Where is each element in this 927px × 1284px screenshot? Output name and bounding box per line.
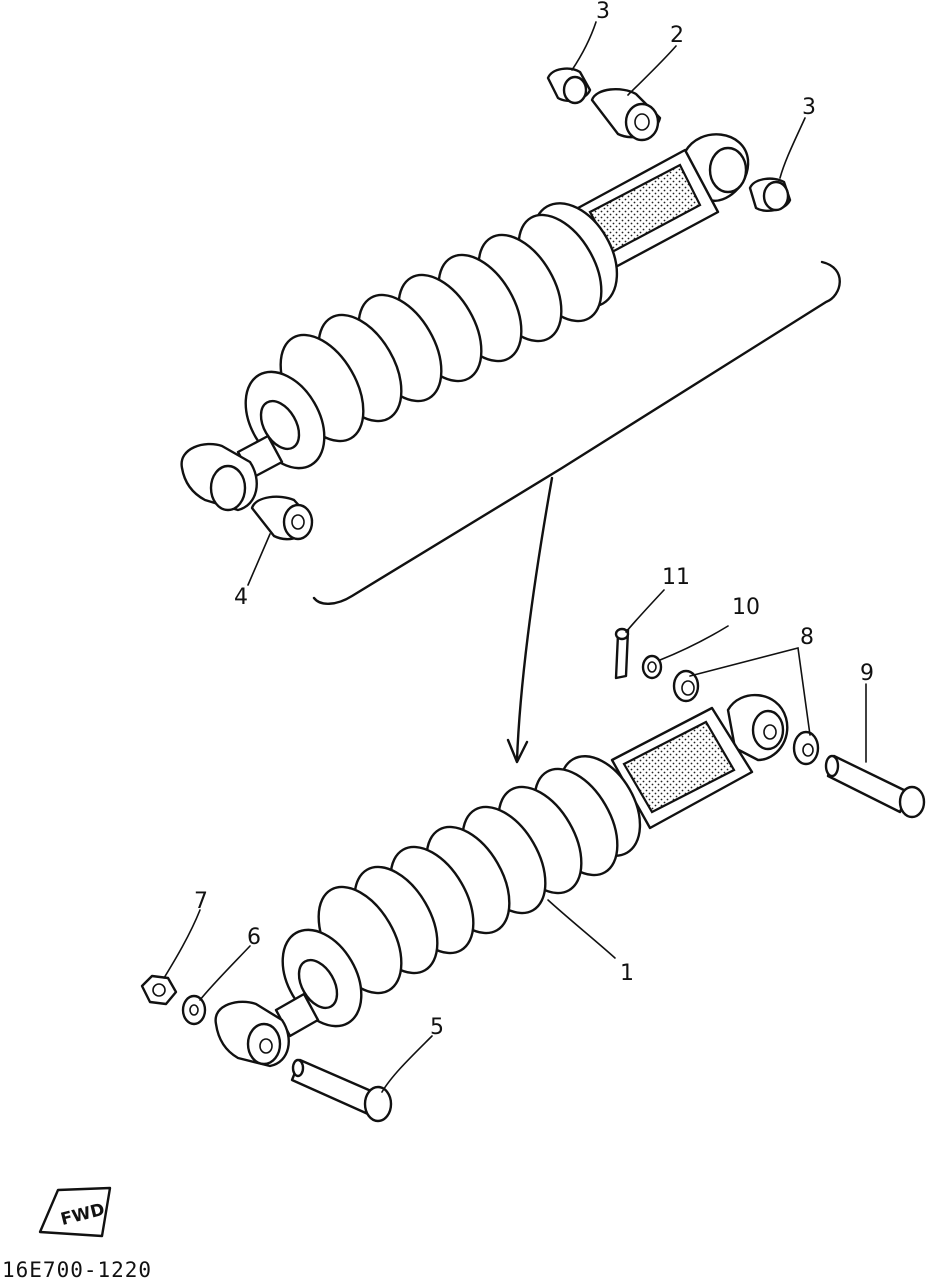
callout-6: 6	[247, 925, 261, 950]
callout-9: 9	[860, 661, 874, 686]
upper-body-tube	[576, 148, 720, 272]
lower-bottom-eye	[214, 1000, 290, 1068]
callouts: 1 2 3 3 4 5 6 7 8 9 10 11	[194, 0, 874, 1040]
fwd-direction-badge: FWD	[38, 1186, 112, 1238]
detail-arrow-head	[506, 738, 529, 764]
washer-10	[641, 654, 663, 680]
upper-coil-spring	[279, 213, 603, 443]
cotter-pin-11	[614, 627, 630, 680]
nut-7	[140, 974, 178, 1006]
bolt-5	[290, 1058, 393, 1123]
lower-top-eye	[726, 694, 789, 762]
leader-lines	[163, 21, 867, 1093]
callout-5: 5	[430, 1015, 444, 1040]
upper-damper-bushing-4	[250, 495, 314, 541]
callout-4: 4	[234, 585, 248, 610]
upper-bottom-eye	[180, 442, 258, 512]
upper-bushing-3-left	[546, 67, 592, 105]
lower-body-tube	[610, 706, 754, 830]
callout-1: 1	[620, 961, 634, 986]
callout-8: 8	[800, 625, 814, 650]
washer-8-upper	[672, 669, 700, 703]
detail-bracket	[312, 260, 841, 605]
lower-shock-absorber-assembly	[214, 694, 789, 1068]
callout-11: 11	[662, 565, 690, 590]
drawing-code: 16E700-1220	[2, 1258, 152, 1282]
upper-damper-bushing-2	[590, 88, 662, 142]
washer-8-lower	[792, 730, 820, 766]
callout-3-right: 3	[802, 95, 816, 120]
lower-coil-spring	[317, 767, 619, 995]
callout-10: 10	[732, 595, 760, 620]
pin-9	[824, 754, 926, 819]
upper-shock-absorber-detail	[180, 133, 750, 512]
callout-2: 2	[670, 23, 684, 48]
callout-7: 7	[194, 889, 208, 914]
washer-6	[181, 994, 207, 1026]
callout-3-left: 3	[596, 0, 610, 24]
upper-bushing-3-right	[748, 177, 792, 212]
detail-arrow-line	[515, 476, 554, 762]
